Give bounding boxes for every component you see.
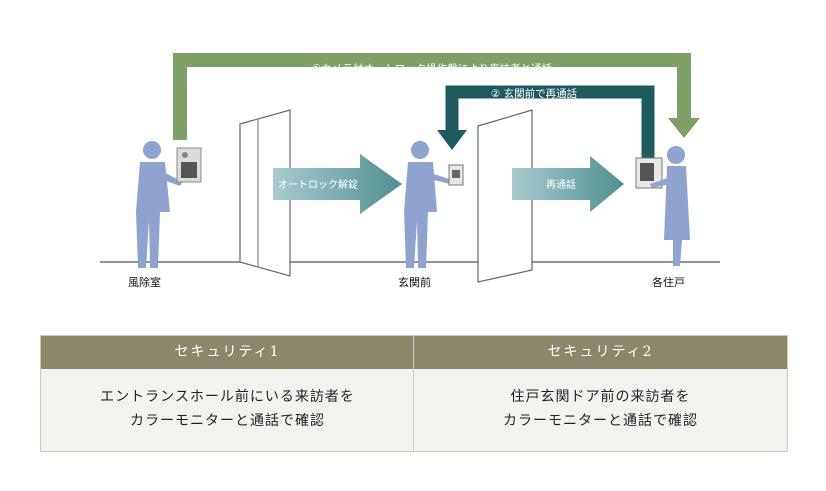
security-2-panel: セキュリティ2 住戸玄関ドア前の来訪者を カラーモニターと通話で確認 [413, 335, 788, 452]
route-2-arrow: ② 玄関前で再通話 [437, 85, 655, 158]
entrance-door [239, 109, 291, 277]
route-1-arrow: ①カメラ付オートロック操作盤により来訪者と通話 [173, 53, 700, 140]
entrance-intercom-panel [176, 147, 202, 183]
location-label-vestibule: 風除室 [128, 276, 161, 289]
resident-figure [650, 146, 690, 266]
recall-label: 再通話 [546, 178, 576, 191]
visitor-figure-front-door [404, 141, 452, 268]
security-2-description: 住戸玄関ドア前の来訪者を カラーモニターと通話で確認 [414, 369, 787, 433]
security-1-line-1: エントランスホール前にいる来訪者を [100, 389, 355, 405]
unit-front-door [477, 109, 533, 283]
security-2-line-1: 住戸玄関ドア前の来訪者を [510, 389, 691, 405]
route-1-label: ①カメラ付オートロック操作盤により来訪者と通話 [312, 62, 553, 75]
security-1-description: エントランスホール前にいる来訪者を カラーモニターと通話で確認 [41, 369, 414, 433]
security-2-title: セキュリティ2 [414, 336, 787, 369]
security-1-line-2: カラーモニターと通話で確認 [130, 413, 325, 429]
security-flow-diagram: ①カメラ付オートロック操作盤により来訪者と通話 ② 玄関前で再通話 オートロック… [100, 53, 720, 283]
location-label-unit: 各住戸 [652, 276, 685, 289]
front-door-intercom [448, 164, 464, 186]
recall-flow-arrow: 再通話 [512, 156, 624, 212]
security-2-line-2: カラーモニターと通話で確認 [503, 413, 698, 429]
route-2-label: ② 玄関前で再通話 [491, 87, 578, 100]
security-1-panel: セキュリティ1 エントランスホール前にいる来訪者を カラーモニターと通話で確認 [40, 335, 415, 452]
unlock-label: オートロック解錠 [278, 178, 358, 191]
security-1-title: セキュリティ1 [41, 336, 414, 369]
visitor-figure-vestibule [136, 141, 182, 268]
location-label-front-door: 玄関前 [398, 276, 431, 289]
unlock-flow-arrow: オートロック解錠 [273, 154, 402, 214]
